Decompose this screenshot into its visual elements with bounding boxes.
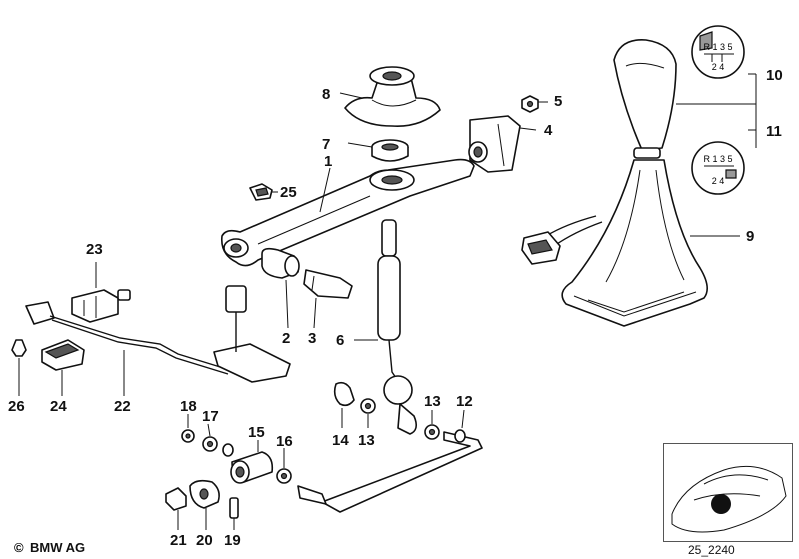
callout-18[interactable]: 18 (180, 398, 197, 415)
callout-19[interactable]: 19 (224, 532, 241, 549)
shift-pattern-bottom-row2: 2 4 (712, 176, 725, 186)
callout-7[interactable]: 7 (322, 136, 330, 153)
callout-4[interactable]: 4 (544, 122, 553, 139)
callout-26[interactable]: 26 (8, 398, 25, 415)
callout-10[interactable]: 10 (766, 67, 783, 84)
callout-9[interactable]: 9 (746, 228, 754, 245)
part-20-bushing[interactable] (189, 479, 220, 509)
callout-14[interactable]: 14 (332, 432, 349, 449)
callout-20[interactable]: 20 (196, 532, 213, 549)
callout-6[interactable]: 6 (336, 332, 344, 349)
leader-7 (347, 142, 373, 148)
part-2-bushing[interactable] (261, 247, 300, 279)
copyright-icon: © (14, 540, 24, 555)
part-17-washer[interactable] (202, 436, 234, 457)
callout-3[interactable]: 3 (308, 330, 316, 347)
copyright-notice: BMW AG (30, 540, 86, 555)
callout-16[interactable]: 16 (276, 433, 293, 450)
part-23-switch[interactable] (71, 289, 131, 323)
leader-1 (319, 167, 331, 213)
vehicle-location-thumbnail (663, 443, 793, 542)
diagram-id: 25_2240 (688, 543, 735, 557)
shift-pattern-bottom-row1: R 1 3 5 (703, 154, 732, 164)
leader-4 (519, 127, 537, 131)
part-8-gaiter[interactable] (344, 66, 441, 127)
leader-12 (461, 409, 465, 429)
part-13-washer-b[interactable] (424, 424, 440, 440)
part-24-cover[interactable] (41, 339, 85, 371)
part-6-shift-lever[interactable] (377, 219, 418, 435)
part-25-clip[interactable] (249, 183, 273, 201)
part-9-shift-boot[interactable] (561, 159, 708, 327)
shift-pattern-top-row2: 2 4 (712, 62, 725, 72)
callout-13a[interactable]: 13 (424, 393, 441, 410)
leader-3 (313, 297, 317, 329)
part-21-cap[interactable] (165, 487, 187, 511)
callout-25[interactable]: 25 (280, 184, 297, 201)
shift-pattern-badge-10: R 1 3 5 2 4 (691, 25, 745, 79)
leader-2 (285, 279, 289, 329)
part-3-clip[interactable] (303, 269, 353, 299)
callout-24[interactable]: 24 (50, 398, 67, 415)
leader-17 (207, 423, 211, 437)
part-13-washer-a[interactable] (360, 398, 376, 414)
callout-5[interactable]: 5 (554, 93, 562, 110)
part-16-washer[interactable] (276, 468, 292, 484)
shift-pattern-badge-11: R 1 3 5 2 4 (691, 141, 745, 195)
callout-12[interactable]: 12 (456, 393, 473, 410)
part-15-joint[interactable] (230, 451, 274, 484)
shift-pattern-top-row1: R 1 3 5 (703, 42, 732, 52)
part-7-bushing[interactable] (371, 139, 409, 162)
callout-21[interactable]: 21 (170, 532, 187, 549)
callout-22[interactable]: 22 (114, 398, 131, 415)
part-12-shift-rod[interactable] (297, 429, 483, 513)
part-18-clip[interactable] (181, 429, 195, 443)
callout-8[interactable]: 8 (322, 86, 330, 103)
callout-2[interactable]: 2 (282, 330, 290, 347)
part-4-bracket[interactable] (468, 115, 521, 173)
part-22-cable[interactable] (25, 285, 291, 383)
location-marker (711, 494, 731, 514)
callout-1[interactable]: 1 (324, 153, 332, 170)
callout-23[interactable]: 23 (86, 241, 103, 258)
part-1-selector-arm[interactable] (220, 158, 475, 267)
part-14-clip[interactable] (333, 381, 355, 407)
callout-17[interactable]: 17 (202, 408, 219, 425)
boot-wiring-connector[interactable] (521, 215, 603, 265)
part-26-clip[interactable] (11, 339, 27, 357)
leader-8 (339, 92, 363, 99)
callout-15[interactable]: 15 (248, 424, 265, 441)
vehicle-outline (671, 465, 787, 533)
part-19-pin[interactable] (229, 497, 239, 519)
callout-11[interactable]: 11 (766, 123, 782, 140)
callout-13b[interactable]: 13 (358, 432, 375, 449)
part-5-nut[interactable] (521, 95, 539, 113)
part-10-11-shift-knob[interactable] (613, 39, 677, 159)
